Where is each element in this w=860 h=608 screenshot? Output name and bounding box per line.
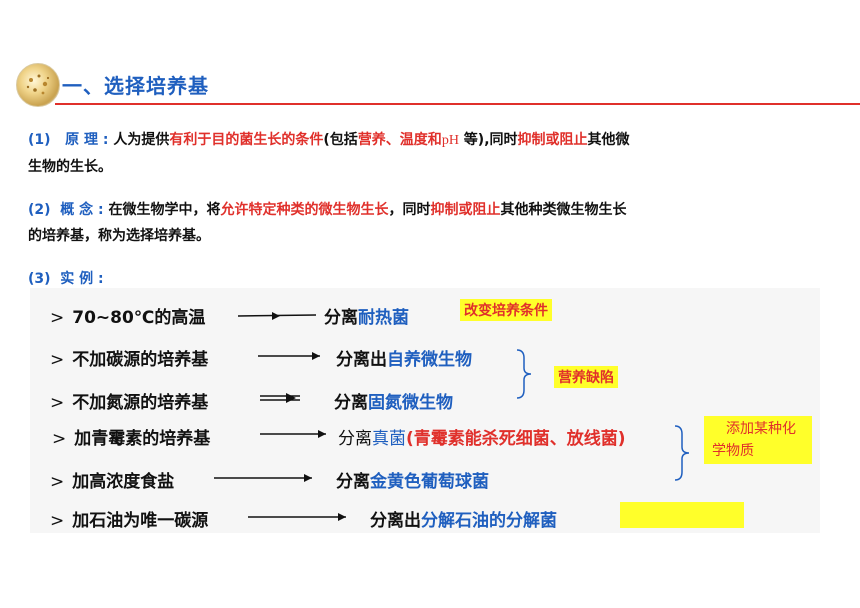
concept-text: 在微生物学中，将 [108, 202, 221, 218]
result-prefix: 分离 [334, 393, 368, 413]
result-organism: 固氮微生物 [368, 393, 453, 413]
examples-heading: (3) 实 例 : [28, 266, 104, 292]
result-organism: 分解石油的分解菌 [421, 511, 557, 531]
example-result-3: 分离固氮微生物 [334, 388, 453, 413]
result-prefix: 分离 [336, 472, 370, 492]
arrow-icon [260, 393, 300, 403]
bacteria-icon [26, 74, 50, 95]
arrow-icon [237, 312, 317, 320]
example-condition: 加青霉素的培养基 [74, 429, 211, 449]
principle-highlight: pH [441, 133, 459, 148]
note-add-chemical: 添加某种化 学物质 [704, 416, 812, 464]
concept-paragraph: (2) 概 念 : 在微生物学中，将允许特定种类的微生物生长，同时抑制或阻止其他… [28, 197, 818, 249]
note-line: 学物质 [712, 443, 754, 459]
header-logo [16, 63, 60, 107]
example-condition: 加石油为唯一碳源 [72, 511, 209, 531]
result-organism: 真菌 [372, 429, 406, 449]
principle-text: (包括 [323, 132, 358, 148]
bullet-arrow: > [50, 511, 65, 531]
page-title: 一、选择培养基 [62, 74, 209, 98]
bullet-arrow: > [50, 472, 65, 492]
principle-text: 人为提供 [113, 132, 170, 148]
example-result-2: 分离出自养微生物 [336, 345, 472, 370]
result-prefix: 分离出 [336, 350, 387, 370]
example-condition: 加高浓度食盐 [72, 472, 175, 492]
example-condition: 70~80℃的高温 [72, 308, 206, 328]
arrow-icon [248, 513, 346, 521]
brace-icon [516, 349, 532, 399]
example-row-5: > 加高浓度食盐 [50, 467, 174, 492]
principle-highlight: 营养、温度和 [357, 132, 442, 148]
example-condition: 不加碳源的培养基 [72, 350, 209, 370]
arrow-icon [260, 430, 326, 438]
arrow-icon [214, 474, 312, 482]
concept-text: ，同时 [388, 202, 431, 218]
examples-panel [30, 288, 820, 533]
principle-text: 其他微 [587, 132, 630, 148]
example-row-3: > 不加氮源的培养基 [50, 388, 208, 413]
arrow-icon [258, 352, 320, 360]
example-row-6: > 加石油为唯一碳源 [50, 506, 208, 531]
example-result-4: 分离真菌(青霉素能杀死细菌、放线菌) [338, 424, 626, 449]
examples-label: 实 例 : [60, 271, 104, 287]
bullet-arrow: > [50, 350, 65, 370]
result-organism: 金黄色葡萄球菌 [370, 472, 489, 492]
example-result-5: 分离金黄色葡萄球菌 [336, 467, 489, 492]
concept-text: 其他种类微生物生长 [500, 202, 627, 218]
principle-highlight: 有利于目的菌生长的条件 [169, 132, 324, 148]
brace-icon [674, 425, 690, 481]
result-organism: 耐热菌 [358, 308, 409, 328]
principle-label: 原 理 : [65, 132, 109, 148]
bullet-arrow: > [50, 308, 65, 328]
highlight-block [620, 502, 744, 528]
result-organism: 自养微生物 [387, 350, 472, 370]
bullet-arrow: > [52, 429, 67, 449]
principle-highlight: 抑制或阻止 [517, 132, 588, 148]
examples-marker: (3) [28, 271, 51, 287]
principle-text: 生物的生长。 [28, 159, 112, 175]
principle-marker: (1) [28, 132, 51, 148]
concept-marker: (2) [28, 202, 51, 218]
example-result-1: 分离耐热菌 [324, 303, 409, 328]
example-row-2: > 不加碳源的培养基 [50, 345, 208, 370]
example-row-4: > 加青霉素的培养基 [52, 424, 210, 449]
example-row-1: >70~80℃的高温 [50, 303, 205, 328]
note-change-conditions: 改变培养条件 [460, 299, 552, 321]
concept-text: 的培养基，称为选择培养基。 [28, 228, 210, 244]
concept-highlight: 允许特定种类的微生物生长 [220, 202, 389, 218]
example-result-6: 分离出分解石油的分解菌 [370, 506, 557, 531]
result-explanation: (青霉素能杀死细菌、放线菌) [406, 429, 626, 449]
example-condition: 不加氮源的培养基 [72, 393, 209, 413]
title-divider [55, 103, 860, 105]
result-prefix: 分离出 [370, 511, 421, 531]
principle-text: 等),同时 [458, 132, 518, 148]
result-prefix: 分离 [324, 308, 358, 328]
concept-highlight: 抑制或阻止 [430, 202, 501, 218]
note-nutrient-deficiency: 营养缺陷 [554, 366, 618, 388]
principle-paragraph: (1) 原 理 : 人为提供有利于目的菌生长的条件(包括营养、温度和pH 等),… [28, 127, 818, 180]
concept-label: 概 念 : [60, 202, 104, 218]
result-prefix: 分离 [338, 429, 372, 449]
note-line: 添加某种化 [726, 421, 796, 437]
bullet-arrow: > [50, 393, 65, 413]
